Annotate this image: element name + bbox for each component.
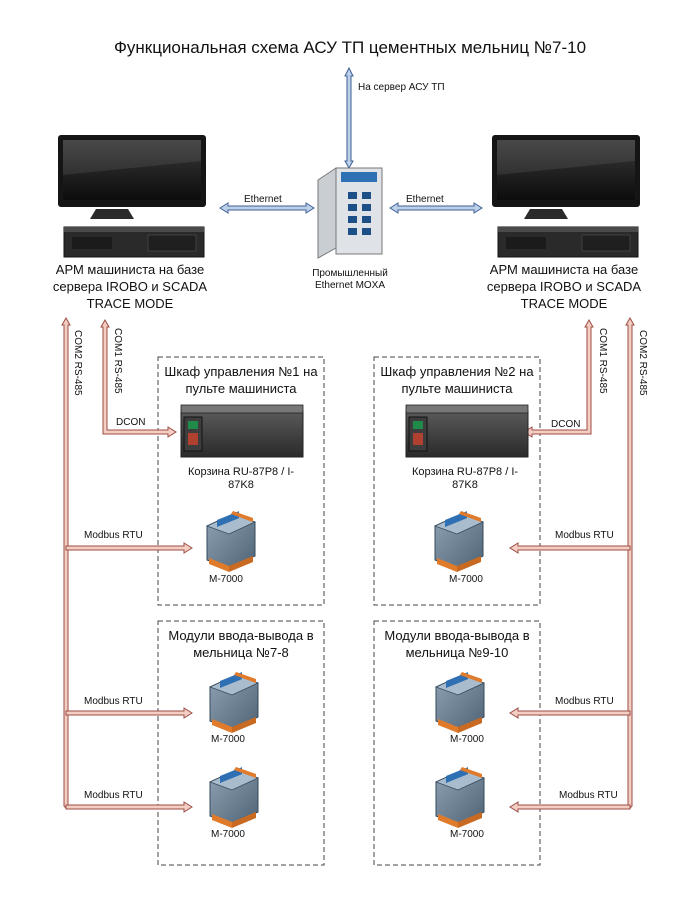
workstation-right-icon: [491, 134, 641, 258]
com1-right-label: COM1 RS-485: [597, 328, 608, 394]
m7000-label: M-7000: [211, 734, 245, 745]
com1-left-label: COM1 RS-485: [112, 328, 123, 394]
io-group-1-frame: [157, 620, 325, 866]
rack-left-icon: [180, 404, 304, 458]
m7000-module-icon: [209, 671, 259, 734]
cabinet-2-frame: [373, 356, 541, 606]
m7000-module-icon: [435, 766, 485, 829]
rs485-bus-lines: [61, 316, 635, 813]
modbus-label: Modbus RTU: [559, 790, 618, 801]
m7000-module-icon: [435, 671, 485, 734]
m7000-label: M-7000: [211, 829, 245, 840]
m7000-module-icon: [209, 766, 259, 829]
rack-left-label: Корзина RU-87P8 / I-87K8: [187, 466, 295, 492]
com2-left-label: COM2 RS-485: [72, 330, 83, 396]
dcon-left-label: DCON: [116, 417, 146, 428]
modbus-label: Modbus RTU: [555, 530, 614, 541]
io-group-2-title: Модули ввода-вывода в мельница №9-10: [384, 628, 530, 660]
diagram-title: Функциональная схема АСУ ТП цементных ме…: [113, 38, 587, 57]
dcon-right-label: DCON: [551, 419, 581, 430]
modbus-label: Modbus RTU: [84, 696, 143, 707]
switch-label: Промышленный Ethernet MOXA: [312, 268, 388, 291]
ethernet-links: [219, 66, 483, 214]
moxa-switch-icon: [317, 167, 383, 259]
io-group-2-frame: [373, 620, 541, 866]
cabinet-1-title: Шкаф управления №1 на пульте машиниста: [164, 364, 318, 396]
cabinet-1-frame: [157, 356, 325, 606]
com2-right-label: COM2 RS-485: [637, 330, 648, 396]
m7000-label: M-7000: [450, 829, 484, 840]
m7000-label: M-7000: [450, 734, 484, 745]
m7000-label: M-7000: [449, 574, 483, 585]
ethernet-left-label: Ethernet: [244, 194, 282, 205]
workstation-right-label: АРМ машиниста на базе сервера IROBO и SC…: [486, 262, 642, 311]
server-link-label: На сервер АСУ ТП: [358, 82, 445, 93]
m7000-label: M-7000: [209, 574, 243, 585]
workstation-left-label: АРМ машиниста на базе сервера IROBO и SC…: [52, 262, 208, 311]
rack-right-icon: [405, 404, 529, 458]
m7000-module-icon: [206, 510, 256, 573]
m7000-module-icon: [434, 510, 484, 573]
io-group-1-title: Модули ввода-вывода в мельница №7-8: [168, 628, 314, 660]
modbus-label: Modbus RTU: [555, 696, 614, 707]
modbus-label: Modbus RTU: [84, 530, 143, 541]
modbus-label: Modbus RTU: [84, 790, 143, 801]
workstation-left-icon: [57, 134, 207, 258]
rack-right-label: Корзина RU-87P8 / I-87K8: [411, 466, 519, 492]
cabinet-2-title: Шкаф управления №2 на пульте машиниста: [380, 364, 534, 396]
ethernet-right-label: Ethernet: [406, 194, 444, 205]
